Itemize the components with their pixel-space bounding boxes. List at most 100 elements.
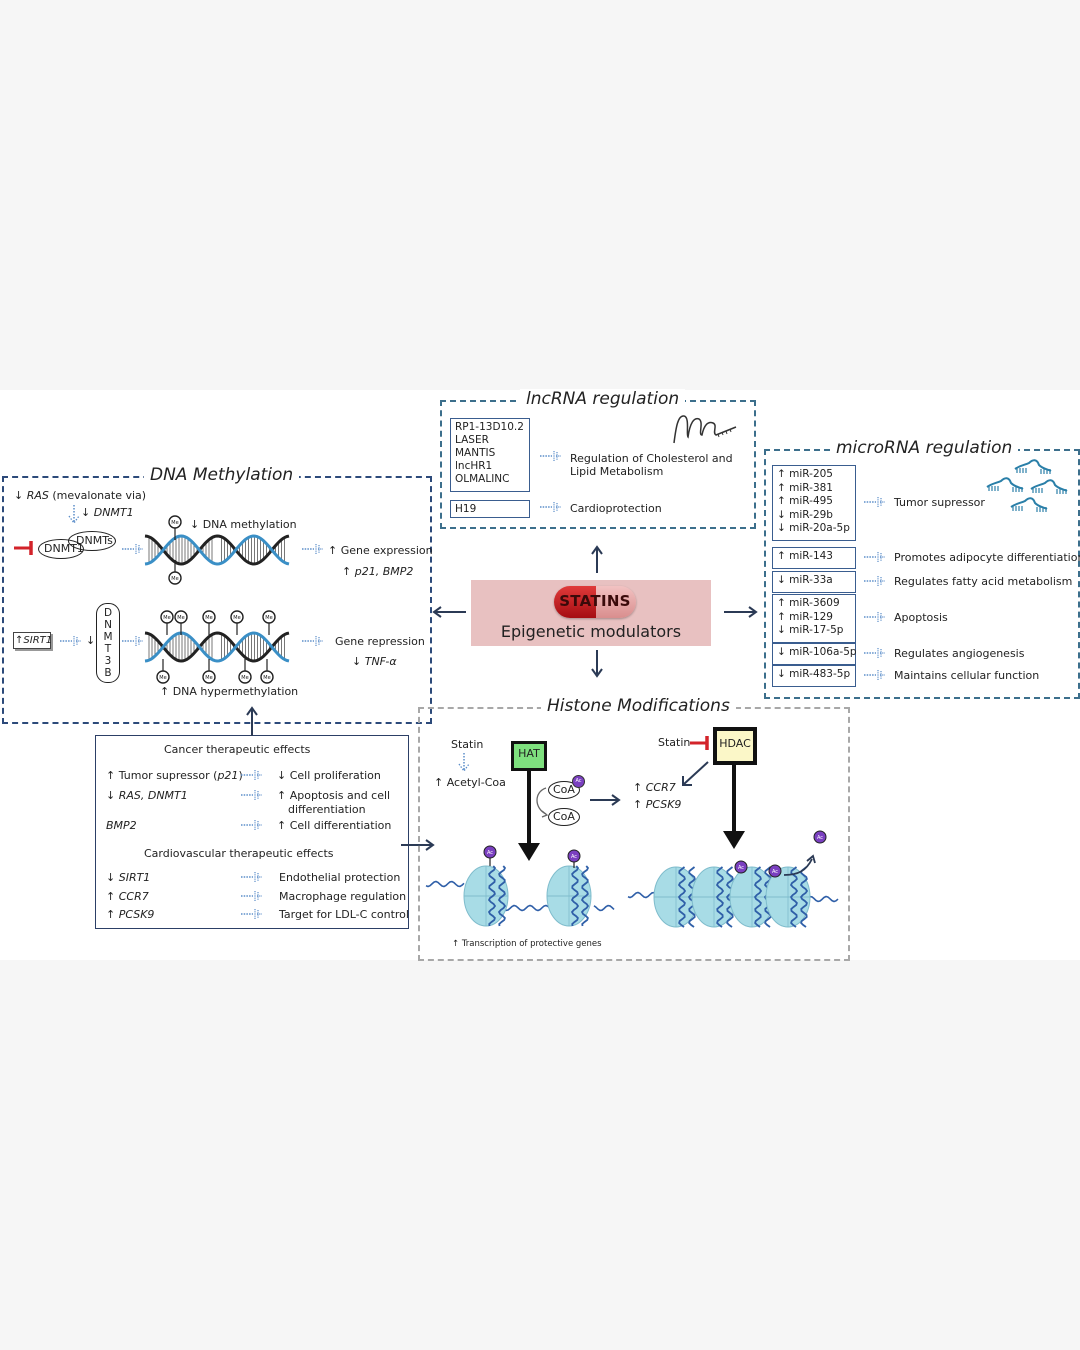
nucleosome-icon (546, 865, 592, 927)
ccr7-label: ↑ CCR7 (633, 781, 676, 794)
sirt1-box (13, 632, 51, 649)
dotted-arrow-icon (240, 819, 263, 831)
gene-name: SIRT1 (118, 871, 151, 884)
epigenetic-modulators-label: Epigenetic modulators (500, 622, 682, 641)
microrna-item: ↓ miR-20a-5p (777, 522, 850, 534)
dnmt3b-letter: M (103, 631, 113, 643)
methyl-group-icon (238, 670, 252, 684)
cardio-effect-cause: ↑ PCSK9 (106, 908, 154, 921)
microrna-group-box: ↓ miR-106a-5p (772, 643, 857, 665)
cancer-effect-result-cont: differentiation (288, 803, 366, 816)
direction-arrow: ↑ (106, 890, 119, 903)
microrna-group-box: ↑ miR-3609↑ miR-129↓ miR-17-5p (772, 594, 856, 643)
microrna-strand (1030, 479, 1068, 494)
microrna-item: ↓ miR-33a (777, 574, 833, 586)
methyl-group-icon (168, 571, 182, 585)
microrna-title: microRNA regulation (830, 438, 1019, 458)
cause-text-end: ) (238, 769, 243, 782)
arrow-right-to-histone-icon (401, 839, 435, 851)
methyl-label: Me (163, 615, 170, 621)
microrna-item: ↓ miR-106a-5p (777, 646, 857, 658)
lncrna-item: MANTIS (455, 447, 496, 459)
ras-gene: RAS (26, 489, 49, 502)
cancer-effect-cause: ↑ Tumor supressor (p21) (106, 769, 243, 782)
arrow-up-icon (591, 545, 603, 573)
dotted-arrow-icon (121, 635, 144, 647)
linker-dna (503, 904, 555, 912)
cancer-effects-title: Cancer therapeutic effects (164, 743, 311, 756)
dnmt1-line: ↓ DNMT1 (81, 506, 134, 519)
methyl-label: Me (177, 615, 184, 621)
linker-dna (805, 895, 839, 903)
acetyl-label: Ac (817, 835, 823, 841)
acetyl-label: Ac (772, 869, 778, 875)
microrna-group-box: ↑ miR-205↑ miR-381↑ miR-495↓ miR-29b↓ mi… (772, 465, 856, 541)
microrna-strand (986, 477, 1024, 492)
hdac-box (713, 727, 757, 765)
gene-expression-label: ↑ Gene expression (328, 544, 433, 557)
methyl-label: Me (233, 615, 240, 621)
transcription-label: ↑ Transcription of protective genes (452, 939, 602, 949)
methyl-label: Me (205, 675, 212, 681)
microrna-item: ↓ miR-483-5p (777, 668, 851, 680)
dotted-arrow-icon (301, 635, 324, 647)
cardio-effect-cause: ↓ SIRT1 (106, 871, 150, 884)
dotted-arrow-icon (863, 611, 886, 623)
acetyl-group-icon (813, 830, 827, 844)
dotted-arrow-icon (863, 496, 886, 508)
expression-genes: ↑ p21, BMP2 (342, 565, 414, 578)
methyl-label: Me (205, 615, 212, 621)
cardio-effect-cause: ↑ CCR7 (106, 890, 149, 903)
lncrna-effect-2: Cardioprotection (570, 502, 662, 515)
dotted-arrow-icon (240, 789, 263, 801)
microrna-item: ↑ miR-495 (777, 495, 833, 507)
statins-pill (554, 586, 636, 618)
direction-arrow: ↓ (106, 871, 119, 884)
methyl-label: Me (265, 615, 272, 621)
dnmts-ellipse (68, 531, 116, 551)
microrna-strand (1010, 497, 1048, 512)
dotted-arrow-icon (863, 551, 886, 563)
lncrna-item: lncHR1 (455, 460, 493, 472)
dotted-arrow-icon (240, 871, 263, 883)
methyl-group-icon (260, 670, 274, 684)
lncrna-item: OLMALINC (455, 473, 510, 485)
nucleosome-icon (691, 866, 737, 928)
methyl-group-icon (202, 670, 216, 684)
dnmt3b-letter: N (104, 619, 112, 631)
cancer-effect-result: ↑ Cell differentiation (277, 819, 392, 832)
microrna-item: ↑ miR-205 (777, 468, 833, 480)
acetyl-label: Ac (571, 854, 577, 860)
ac-badge: Ac (572, 775, 585, 788)
methyl-group-icon (230, 610, 244, 624)
nucleosome-icon (463, 865, 509, 927)
cancer-effect-cause: ↓ RAS, DNMT1 (106, 789, 188, 802)
acetyl-group-icon (734, 860, 748, 874)
microrna-effect: Apoptosis (894, 611, 948, 625)
direction-arrow: ↑ (106, 908, 119, 921)
methyl-label: Me (159, 675, 166, 681)
microrna-effect: Regulates angiogenesis (894, 646, 1025, 660)
lncrna-item: RP1-13D10.2 (455, 421, 524, 433)
hat-box (511, 741, 547, 771)
acetyl-label: Ac (487, 850, 493, 856)
dotted-arrow-icon (240, 908, 263, 920)
dnmt3b-down-arrow: ↓ (86, 634, 96, 647)
decrease-methylation-label: ↓ DNA methylation (190, 518, 297, 531)
dnmt3b-capsule (96, 603, 120, 683)
methyl-group-icon (174, 610, 188, 624)
gene-name: CCR7 (118, 890, 149, 903)
pill-left-half (554, 586, 596, 618)
nucleosome-icon (765, 866, 811, 928)
dnmt3b-letter: 3 (104, 655, 112, 667)
microrna-item: ↑ miR-143 (777, 550, 833, 562)
dnmts-ellipse-label: DNMTs (76, 534, 113, 547)
dotted-arrow-icon (59, 635, 82, 647)
microrna-group-box: ↓ miR-483-5p (772, 665, 856, 687)
dna-strand (144, 631, 290, 663)
